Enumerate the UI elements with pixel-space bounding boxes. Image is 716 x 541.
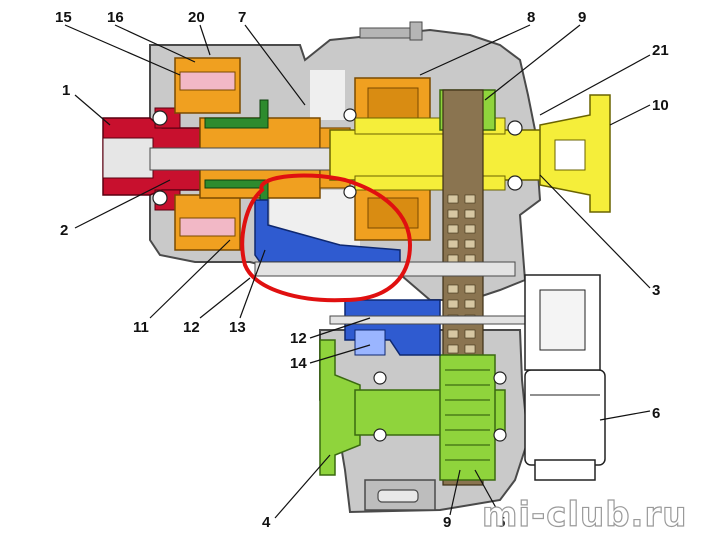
shift-fork-pad [354, 329, 386, 356]
ring-gear-lower [179, 217, 236, 237]
motor-housing [524, 369, 606, 466]
callout-5: 5 [497, 514, 505, 531]
motor-base [534, 459, 596, 481]
shift-rod-lower [329, 315, 531, 325]
green-sprocket-lower [439, 354, 496, 481]
front-output-flange [319, 339, 361, 476]
highlight-circle [240, 173, 413, 303]
sprocket-teeth [445, 369, 490, 461]
housing-cavity-2 [310, 70, 345, 120]
callout-10: 10 [652, 97, 669, 114]
callout-3: 3 [652, 282, 660, 299]
watermark: mi-club.ru [482, 495, 687, 535]
callout-9-top: 9 [578, 9, 586, 26]
bearing [152, 190, 168, 206]
shift-rail [254, 261, 516, 277]
housing-top-rib-2 [409, 21, 423, 41]
shift-fork-upper [254, 199, 401, 263]
chain-links [447, 194, 476, 354]
bearings [152, 108, 523, 442]
bearing [507, 120, 523, 136]
callout-12-lower: 12 [290, 330, 307, 347]
callout-4: 4 [262, 514, 271, 531]
motor-bracket [539, 289, 586, 351]
input-shaft-bore [102, 137, 154, 179]
callout-labels: 15 16 20 7 8 9 21 10 1 2 3 11 12 13 12 1… [55, 9, 669, 531]
bearing [373, 428, 387, 442]
callout-8: 8 [527, 9, 535, 26]
bearing [493, 428, 507, 442]
rear-output-flange [539, 94, 611, 213]
ring-gear-upper [179, 71, 236, 91]
callout-13: 13 [229, 319, 246, 336]
callout-11: 11 [133, 319, 149, 336]
callout-20: 20 [188, 9, 205, 26]
callout-14: 14 [290, 355, 307, 372]
bearing [152, 110, 168, 126]
gear-teeth-top [367, 87, 419, 119]
callout-1: 1 [62, 82, 70, 99]
callout-2: 2 [60, 222, 68, 239]
callout-12-upper: 12 [183, 319, 200, 336]
callout-15: 15 [55, 9, 72, 26]
housing-bottom-slot [377, 489, 419, 503]
bearing [343, 108, 357, 122]
main-shaft-grey [149, 147, 361, 171]
gear-teeth-bottom [367, 197, 419, 229]
shift-motor [524, 274, 606, 481]
bearing [373, 371, 387, 385]
callout-16: 16 [107, 9, 124, 26]
green-clutch-upper [204, 99, 269, 129]
bearing [343, 185, 357, 199]
callout-21: 21 [652, 42, 669, 59]
housing-top-rib [359, 27, 416, 39]
leader-lines [64, 24, 651, 519]
callout-6: 6 [652, 405, 660, 422]
output-flange-bore [554, 139, 586, 171]
bearing [507, 175, 523, 191]
shift-fork-lower [344, 299, 441, 356]
shift-fork-assembly [254, 199, 531, 356]
front-output-shaft [319, 339, 506, 481]
callout-7: 7 [238, 9, 246, 26]
callout-9-bottom: 9 [443, 514, 451, 531]
bearing [493, 371, 507, 385]
